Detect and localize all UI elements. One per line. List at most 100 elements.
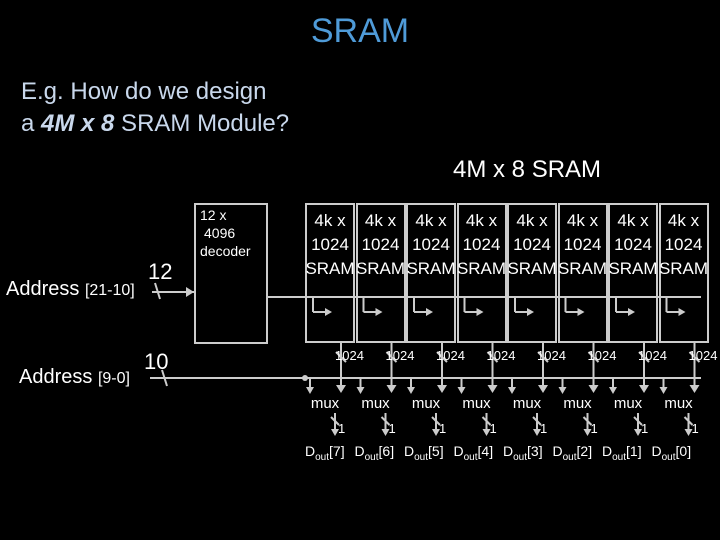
data-out-subscript: out bbox=[364, 451, 379, 463]
mux-output-width: 1 bbox=[641, 421, 649, 436]
bus-width-label: 1024 bbox=[335, 348, 364, 363]
address-upper-label: Address [21-10] bbox=[6, 278, 135, 301]
decoder-label: 12 x 4096 decoder bbox=[200, 206, 251, 260]
sram-block bbox=[406, 203, 456, 343]
data-out-symbol: D bbox=[602, 443, 613, 459]
bus-width-label: 1024 bbox=[587, 348, 617, 363]
address-upper-bits: [21-10] bbox=[84, 282, 135, 299]
data-out-index: [7] bbox=[329, 443, 345, 459]
data-out-index: [5] bbox=[428, 443, 444, 459]
data-out-symbol: D bbox=[404, 443, 415, 459]
sram-label-l1: 4k x bbox=[667, 211, 700, 230]
question-emphasis: 4M x 8 bbox=[41, 110, 115, 137]
data-out-symbol: D bbox=[552, 443, 563, 459]
select-arrow bbox=[325, 308, 332, 316]
data-out-symbol: D bbox=[354, 443, 365, 459]
bus-arrow bbox=[639, 385, 649, 393]
address-lower-slash bbox=[161, 369, 168, 387]
data-out-index: [0] bbox=[675, 443, 692, 459]
sram-block bbox=[456, 203, 507, 343]
sram-label-l1: 4k x bbox=[364, 211, 397, 230]
mux-out-arrow bbox=[482, 429, 491, 436]
data-out-label: Dout[5] bbox=[404, 443, 444, 463]
sram-label-l2: 1024 bbox=[462, 235, 501, 254]
question-suffix: SRAM Module? bbox=[114, 110, 290, 137]
sram-label-l1: 4k x bbox=[465, 211, 498, 230]
sram-label-l1: 4k x bbox=[566, 211, 599, 230]
address-lower-bits: [9-0] bbox=[97, 370, 130, 387]
junction-dot bbox=[302, 375, 308, 381]
mux-label: mux bbox=[664, 395, 693, 412]
select-arrow bbox=[476, 308, 484, 316]
select-arrow bbox=[678, 308, 686, 316]
mux-output-width: 1 bbox=[540, 421, 548, 436]
bus-arrow bbox=[538, 385, 548, 393]
bus-slash bbox=[486, 351, 499, 363]
data-out-symbol: D bbox=[503, 443, 514, 459]
data-out-symbol: D bbox=[453, 443, 464, 459]
sram-block bbox=[658, 203, 709, 343]
question-prefix: a bbox=[21, 110, 42, 137]
select-arrow bbox=[577, 308, 585, 316]
data-out-subscript: out bbox=[414, 451, 429, 463]
bus-slash bbox=[587, 351, 600, 363]
mux-select-arrow bbox=[407, 387, 415, 394]
mux-label: mux bbox=[563, 395, 592, 412]
module-label: 4M x 8 SRAM bbox=[453, 156, 602, 183]
data-out-subscript: out bbox=[562, 451, 577, 463]
decoder-line-3: decoder bbox=[200, 243, 251, 259]
sram-label-l2: 1024 bbox=[563, 235, 602, 254]
mux-out-slash bbox=[683, 416, 694, 426]
mux-label: mux bbox=[310, 395, 340, 412]
data-out-label: Dout[0] bbox=[652, 443, 692, 463]
mux-out-arrow bbox=[331, 429, 339, 436]
mux-output-width: 1 bbox=[338, 421, 346, 436]
sram-label-l3: SRAM bbox=[355, 259, 406, 278]
mux-out-slash bbox=[582, 416, 593, 426]
sram-label-l3: SRAM bbox=[557, 259, 608, 278]
slide-title: SRAM bbox=[310, 12, 410, 50]
bus-width-label: 1024 bbox=[436, 348, 465, 363]
address-lower-label: Address [9-0] bbox=[19, 366, 130, 389]
bus-arrow bbox=[588, 385, 599, 393]
data-out-label: Dout[7] bbox=[305, 443, 345, 463]
bus-width-label: 1024 bbox=[537, 348, 566, 363]
bus-slash bbox=[537, 351, 549, 363]
address-upper-width: 12 bbox=[148, 259, 173, 284]
question-line-1: E.g. How do we design bbox=[21, 78, 267, 105]
data-out-symbol: D bbox=[651, 443, 662, 459]
mux-output-width: 1 bbox=[691, 421, 699, 436]
mux-out-slash bbox=[481, 416, 492, 426]
sram-block bbox=[507, 203, 557, 343]
mux-output-width: 1 bbox=[388, 421, 396, 436]
sram-label-l2: 1024 bbox=[361, 235, 400, 254]
sram-label-l2: 1024 bbox=[513, 235, 551, 254]
sram-label-l3: SRAM bbox=[406, 259, 456, 278]
sram-label-l3: SRAM bbox=[608, 259, 658, 278]
mux-out-arrow bbox=[684, 429, 693, 436]
mux-label: mux bbox=[411, 395, 441, 412]
mux-out-arrow bbox=[381, 429, 390, 436]
bus-arrow bbox=[487, 385, 498, 393]
mux-output-width: 1 bbox=[590, 421, 598, 436]
bus-arrow bbox=[437, 385, 447, 393]
mux-out-arrow bbox=[432, 429, 440, 436]
sram-label-l1: 4k x bbox=[314, 211, 346, 230]
sram-block bbox=[608, 203, 658, 343]
mux-select-arrow bbox=[457, 387, 466, 394]
data-out-symbol: D bbox=[305, 443, 316, 459]
sram-block bbox=[305, 203, 355, 343]
bus-arrow bbox=[386, 385, 397, 393]
sram-label-l2: 1024 bbox=[311, 235, 349, 254]
data-out-label: Dout[3] bbox=[503, 443, 543, 463]
bus-slash bbox=[436, 351, 448, 363]
data-out-index: [6] bbox=[378, 443, 395, 459]
data-out-subscript: out bbox=[463, 451, 478, 463]
address-upper-text: Address bbox=[6, 278, 85, 300]
mux-select-arrow bbox=[558, 387, 567, 394]
bus-arrow bbox=[689, 385, 700, 393]
